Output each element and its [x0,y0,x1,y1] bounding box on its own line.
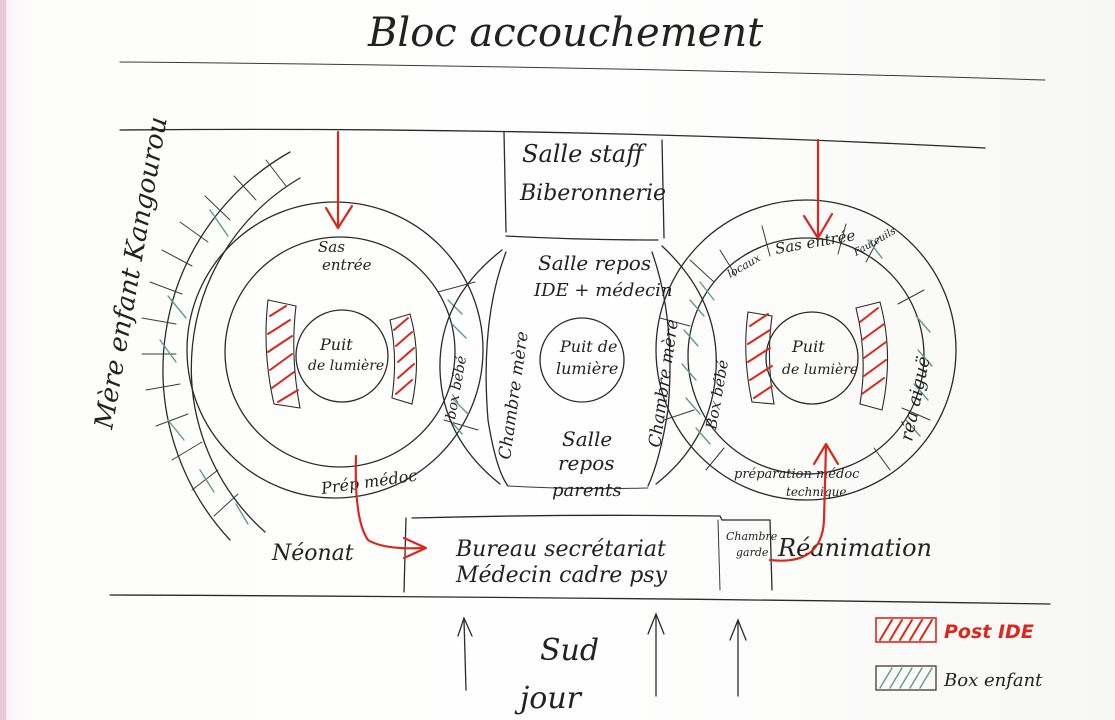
legend: Post IDE Box enfant [875,617,1043,691]
salle-repos-parents-line3: parents [552,480,622,501]
left-prep-medoc-label: Prép médoc [319,466,418,498]
center-column: Salle staff Biberonnerie Salle repos IDE… [439,131,717,501]
salle-repos-parents-line2: repos [558,451,615,475]
left-puits-line2: de lumière [308,358,384,374]
neonat-label: Néonat [271,541,354,566]
center-puits-line1: Puit de [559,337,617,356]
box-bebe-label: Box bébé [702,358,732,431]
bottom-corridor-line [109,594,1051,605]
right-sas-entree-label: Sas entrée [774,226,857,258]
center-puits-line2: lumière [556,359,618,378]
jour-label: jour [514,681,583,716]
left-puits-line1: Puit [319,335,353,354]
reanimation-flow-arrow [768,444,828,562]
right-unit: Sas entrée locaux Fauteuils Puit de lumi… [645,138,957,501]
left-post-ide-east [389,313,418,405]
right-prep-line1: préparation médoc [734,467,860,482]
title-underline [119,61,1046,81]
chambre-mere-right-label: Chambre mère [645,318,683,449]
neonat-flow-arrow [354,454,426,550]
legend-box-enfant-swatch [875,665,937,691]
right-prep-line2: technique [786,485,846,499]
rea-aigue-label: réa aiguë [896,355,934,443]
salle-repos-ide-line1: Salle repos [538,251,651,275]
left-mid-arc [190,177,301,533]
right-puits-line1: Puit [791,337,825,356]
bureau-line1: Bureau secrétariat [455,537,666,562]
left-box-bebe-hatching [447,299,469,435]
right-puits-line2: de lumière [782,362,858,378]
left-arc-dividers [141,159,287,517]
paper-edge [0,0,6,720]
biberonnerie-label: Biberonnerie [519,181,666,206]
diagram-title: Bloc accouchement [367,10,764,56]
sun-arrow-1 [463,619,467,691]
right-outer-ring [655,199,957,501]
salle-staff-label: Salle staff [522,140,647,168]
bureau-line2: Médecin cadre psy [455,563,668,588]
top-corridor-line [119,128,986,149]
right-post-ide-west [745,311,775,405]
salle-repos-parents-line1: Salle [562,427,612,451]
right-inner-ring [687,237,925,475]
chambre-garde-line2: garde [736,546,769,559]
legend-box-enfant-label: Box enfant [943,670,1043,691]
left-outer-ring [186,201,484,499]
left-post-ide-west [265,299,301,409]
right-light-well [765,311,859,405]
kangaroo-arc-label: Mère enfant Kangourou [89,114,174,432]
left-inner-ring [224,236,456,468]
left-sas-line2: entrée [322,256,372,274]
sud-label: Sud [540,633,599,668]
legend-post-ide-label: Post IDE [944,621,1034,643]
left-arc-box-hatching [159,209,249,525]
left-sas-line1: Sas [318,238,345,256]
left-unit: Sas entrée Puit de lumière box bébé Prép… [89,114,484,541]
right-box-hatching [681,239,933,445]
left-outer-arc [162,151,291,541]
chambre-garde-line1: Chambre [726,530,778,543]
legend-post-ide-swatch [875,617,937,643]
left-light-well [295,309,389,403]
center-light-well [539,317,625,403]
right-fauteuils-label: Fauteuils [851,226,898,259]
bottom-block: Néonat Bureau secrétariat Médecin cadre … [271,442,932,716]
right-post-ide-east [855,301,889,411]
salle-repos-ide-line2: IDE + médecin [533,280,673,301]
chambre-mere-center-label: Chambre mère [495,330,533,461]
